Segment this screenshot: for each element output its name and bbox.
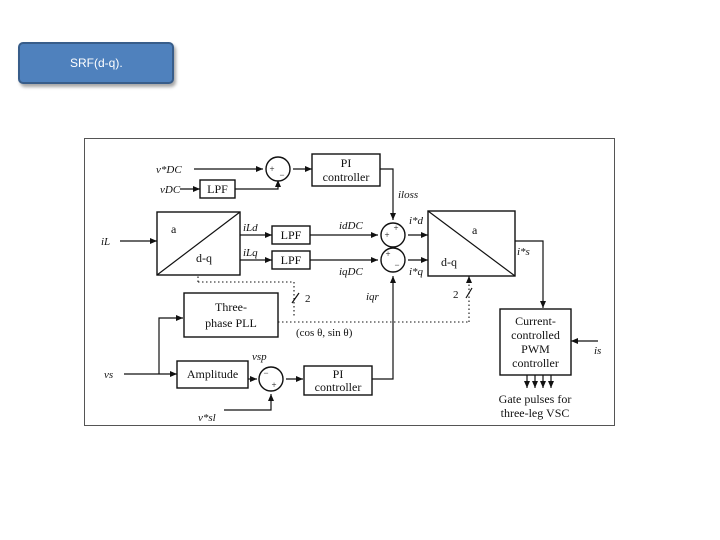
summing-junction-4: − + — [258, 366, 284, 392]
lpf-dc-label: LPF — [207, 182, 228, 196]
iloss-label: iloss — [398, 189, 418, 201]
pwm-line3: PWM — [521, 342, 550, 356]
lpf-ld-block: LPF — [271, 225, 311, 245]
vdc-ref-label: v*DC — [156, 164, 182, 176]
bus2-right-label: 2 — [453, 289, 459, 301]
pwm-controller-block: Current- controlled PWM controller — [499, 308, 572, 376]
ild-label: iLd — [243, 222, 258, 234]
il-label: iL — [101, 236, 110, 248]
s4-left-sign: − — [263, 368, 268, 378]
s1-fb-sign: − — [279, 170, 284, 180]
iqr-label: iqr — [366, 291, 380, 303]
three-phase-pll-block: Three- phase PLL — [183, 292, 279, 338]
bus2-left-label: 2 — [305, 293, 311, 305]
lpf-ld-label: LPF — [281, 228, 302, 242]
summing-junction-3: + − — [380, 247, 406, 273]
lpf-lq-block: LPF — [271, 250, 311, 270]
caption-line1: Gate pulses for — [499, 392, 572, 406]
caption-line2: three-leg VSC — [501, 406, 570, 420]
vs-label: vs — [104, 369, 113, 381]
pwm-line1: Current- — [515, 314, 556, 328]
pi-top-line2: controller — [323, 170, 370, 184]
summing-junction-2: + + — [380, 222, 406, 248]
vdc-label: vDC — [160, 184, 181, 196]
dq-to-abc-block: a d-q — [427, 210, 516, 277]
abc-dq-dq-label: d-q — [196, 251, 212, 265]
amplitude-label: Amplitude — [187, 367, 238, 381]
s3-left-sign: + — [385, 249, 390, 259]
dq-abc-dq-label: d-q — [441, 255, 457, 269]
iddc-label: idDC — [339, 220, 364, 232]
pi-controller-top: PI controller — [311, 153, 381, 187]
ilq-label: iLq — [243, 247, 258, 259]
iq-ref-label: i*q — [409, 266, 424, 278]
s4-bottom-sign: + — [271, 380, 276, 390]
pll-line2: phase PLL — [205, 316, 257, 330]
s2-top-sign: + — [393, 223, 398, 233]
vsp-label: vsp — [252, 351, 267, 363]
pwm-line4: controller — [512, 356, 559, 370]
pwm-line2: controlled — [511, 328, 560, 342]
cos-sin-label: (cos θ, sin θ) — [296, 327, 353, 339]
s3-top-sign: − — [394, 260, 399, 270]
is-label: is — [594, 345, 601, 357]
s2-left-sign: + — [384, 230, 389, 240]
s1-in-sign: + — [269, 164, 274, 174]
is-ref-label: i*s — [517, 246, 530, 258]
gate-pulse-caption: Gate pulses for three-leg VSC — [499, 392, 572, 420]
pi-controller-bottom: PI controller — [303, 365, 373, 396]
pi-top-line1: PI — [341, 156, 352, 170]
amplitude-block: Amplitude — [176, 360, 249, 389]
id-ref-label: i*d — [409, 215, 424, 227]
pi-bottom-line2: controller — [315, 380, 362, 394]
iqdc-label: iqDC — [339, 266, 364, 278]
abc-to-dq-block: a d-q — [156, 211, 241, 276]
badge-label: SRF(d-q). — [70, 56, 123, 70]
lpf-dc-block: LPF — [199, 179, 236, 199]
signal-labels: v*DC vDC iL iLd iLq idDC iqDC iloss i*d … — [101, 164, 601, 424]
summing-junction-1: + − — [265, 156, 291, 182]
dq-abc-a-label: a — [472, 223, 478, 237]
pll-line1: Three- — [215, 300, 247, 314]
lpf-lq-label: LPF — [281, 253, 302, 267]
vsl-label: v*sl — [198, 412, 216, 424]
wires — [120, 166, 598, 411]
srf-dq-badge: SRF(d-q). — [18, 42, 174, 84]
abc-dq-a-label: a — [171, 222, 177, 236]
pi-bottom-line1: PI — [333, 367, 344, 381]
